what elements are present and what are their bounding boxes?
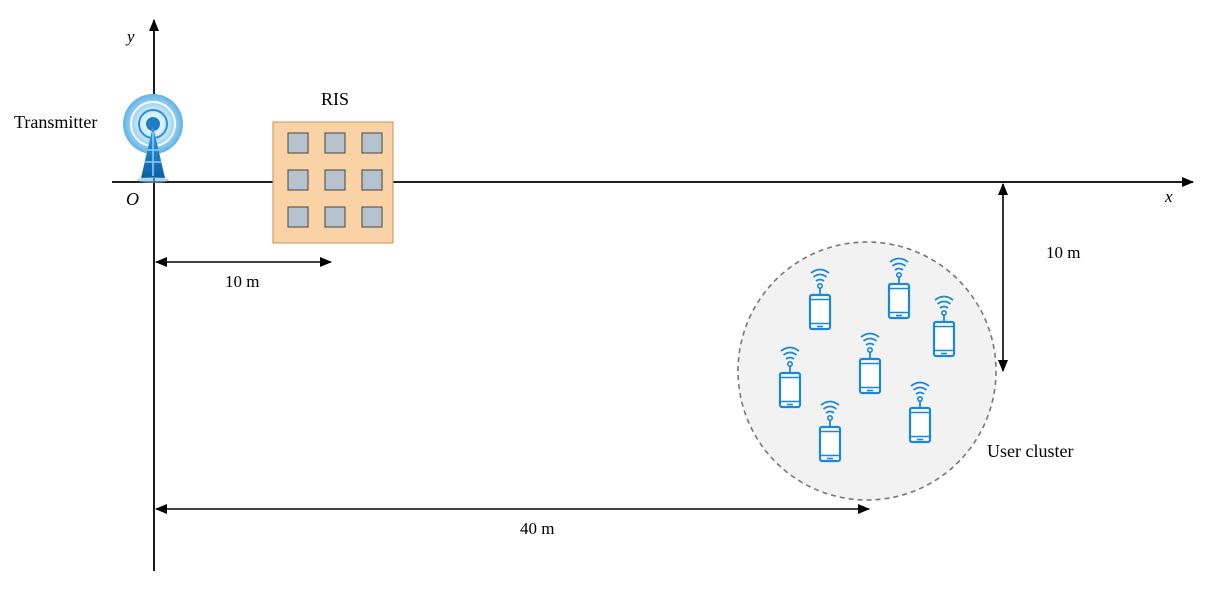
ris-element-grid (287, 132, 383, 228)
ris-element (287, 206, 309, 228)
cluster-distance-dimension: 40 m (155, 504, 870, 538)
cluster-offset-label: 10 m (1046, 243, 1080, 262)
transmitter-label: Transmitter (14, 112, 97, 132)
ris-element (361, 132, 383, 154)
radio-tower-icon (123, 94, 183, 183)
ris-element (361, 206, 383, 228)
ris-panel: RIS (272, 89, 394, 244)
ris-element (361, 169, 383, 191)
origin-label: O (126, 189, 139, 209)
cluster-offset-dimension: 10 m (998, 183, 1080, 372)
ris-distance-label: 10 m (225, 272, 259, 291)
ris-element (324, 169, 346, 191)
ris-distance-dimension: 10 m (155, 257, 332, 291)
cluster-distance-label: 40 m (520, 519, 554, 538)
ris-element (287, 132, 309, 154)
user-cluster: User cluster (737, 241, 1073, 501)
user-cluster-label: User cluster (987, 441, 1073, 461)
transmitter: Transmitter (14, 94, 183, 183)
ris-element (324, 132, 346, 154)
ris-element (324, 206, 346, 228)
ris-element (287, 169, 309, 191)
y-axis-label: y (125, 27, 135, 46)
coordinate-axes: y x O (112, 19, 1194, 571)
x-axis-label: x (1164, 187, 1173, 206)
ris-label: RIS (321, 89, 349, 109)
